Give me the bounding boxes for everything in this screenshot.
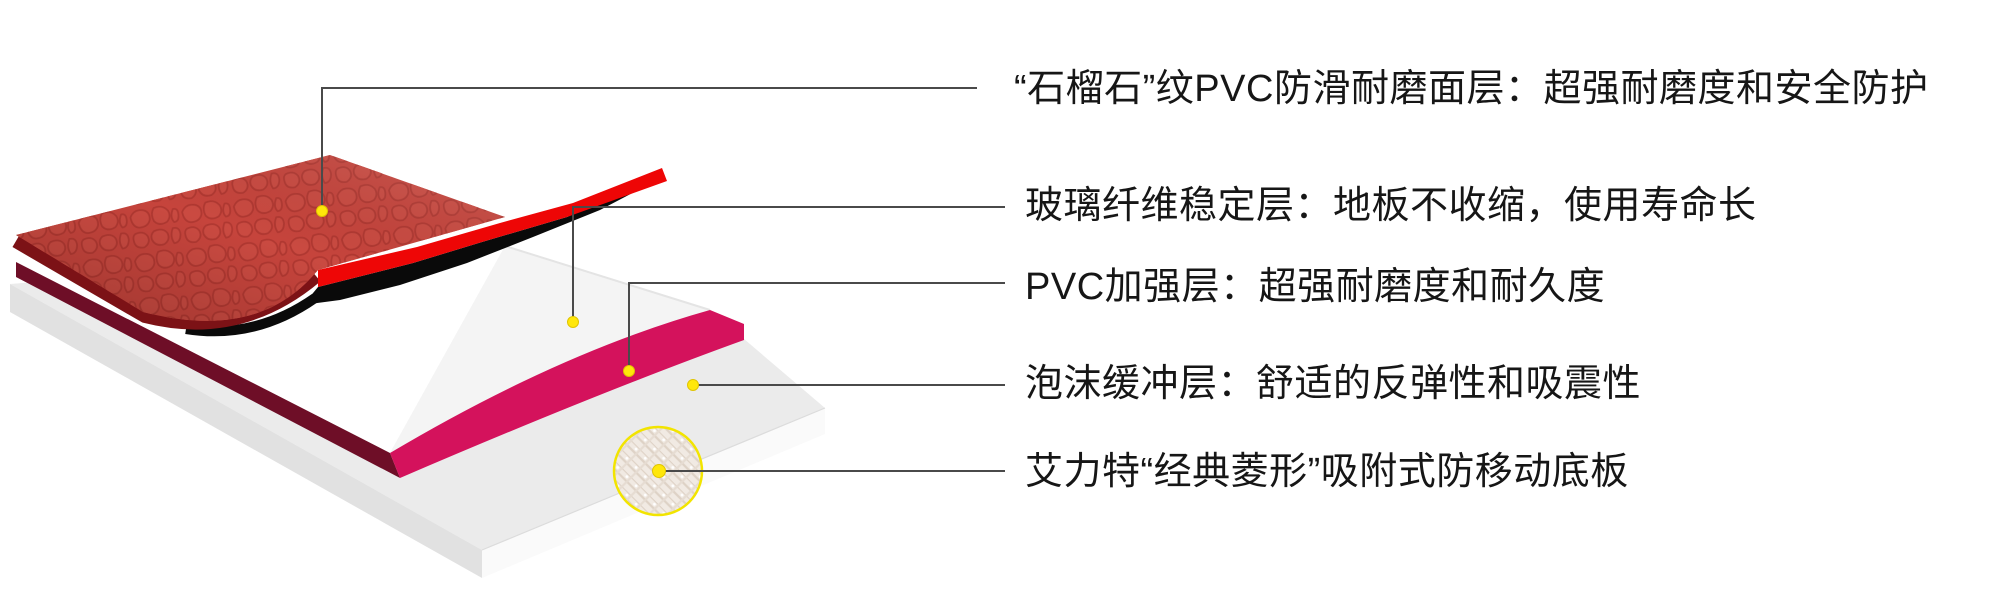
wear-layer-underside — [302, 176, 665, 305]
callout-dot-foam — [687, 379, 699, 391]
label-base-layer: 艾力特“经典菱形”吸附式防移动底板 — [1025, 451, 1629, 493]
wear-layer-top — [16, 155, 505, 321]
label-reinforce-layer: PVC加强层：超强耐磨度和耐久度 — [1025, 266, 1606, 308]
callout-dot-fiberglass — [567, 316, 579, 328]
wear-layer-fold-strip — [318, 168, 667, 287]
wear-layer-underside-left — [185, 293, 318, 337]
callout-dot-wear — [316, 205, 328, 217]
pvc-reinforce-layer — [390, 310, 744, 478]
callout-line-fiberglass — [572, 206, 1005, 322]
callout-dot-reinforce — [623, 365, 635, 377]
pvc-reinforce-side-face — [16, 262, 400, 478]
foam-left-face — [10, 284, 482, 578]
callout-dots — [316, 205, 699, 478]
callout-line-wear — [321, 87, 977, 211]
label-foam-layer: 泡沫缓冲层：舒适的反弹性和吸震性 — [1025, 363, 1642, 405]
callout-dot-base — [652, 464, 666, 478]
callout-lines — [321, 87, 1005, 472]
label-fiberglass-layer: 玻璃纤维稳定层：地板不收缩，使用寿命长 — [1025, 185, 1757, 227]
label-wear-layer: “石榴石”纹PVC防滑耐磨面层：超强耐磨度和安全防护 — [1014, 68, 1929, 110]
callout-line-reinforce — [628, 282, 1005, 371]
fiberglass-back-edge — [504, 245, 711, 311]
